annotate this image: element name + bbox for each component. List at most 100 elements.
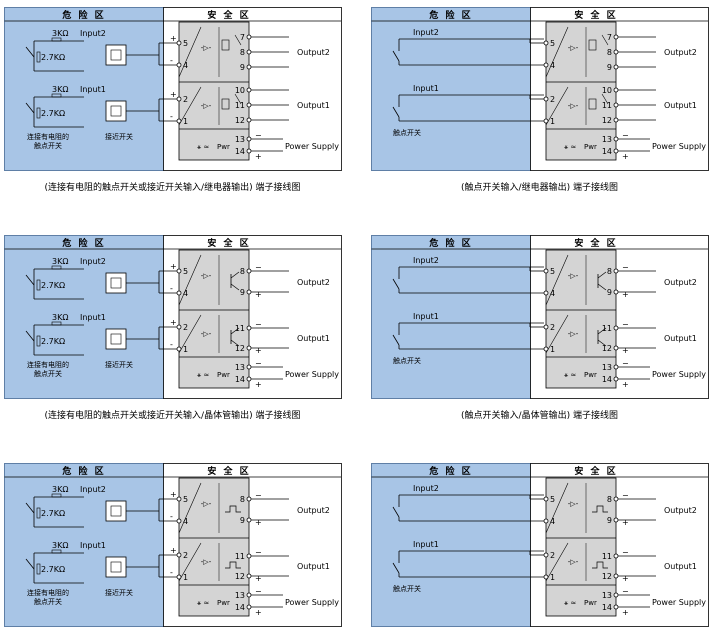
terminal-number: 8 [240, 267, 245, 276]
proximity-sensor-core [110, 561, 122, 573]
input1-label: Input1 [80, 85, 106, 94]
polarity-sign: + [622, 290, 629, 299]
danger-zone-title: 危 险 区 [61, 237, 105, 249]
isolator-module [178, 477, 250, 617]
terminal-icon [543, 268, 549, 274]
polarity-sign: + [255, 380, 262, 389]
diagram-caption: (连接有电阻的触点开关或接近开关输入/晶体管输出) 端子接线图 [45, 409, 301, 421]
contact-with-resistor-label: 连接有电阻的 [27, 132, 69, 141]
polarity-sign: − [622, 263, 629, 272]
polarity-sign: − [622, 131, 629, 140]
channel-edge [178, 86, 202, 126]
terminal-icon [613, 573, 619, 579]
terminal-number: 11 [602, 324, 612, 333]
optocoupler-icon: -▷- [201, 500, 212, 508]
polarity-sign: + [255, 290, 262, 299]
terminal-icon [613, 117, 619, 123]
polarity-sign: − [255, 587, 262, 596]
resistor-3k-label: 3KΩ [52, 313, 68, 322]
resistor-icon [36, 107, 41, 119]
output1-label: Output1 [664, 334, 697, 343]
terminal-icon [543, 118, 549, 124]
resistor-3k-label: 3KΩ [52, 485, 68, 494]
terminal-number: 4 [183, 289, 188, 298]
terminal-number: 10 [602, 86, 612, 95]
danger-zone-panel [4, 463, 164, 627]
transistor-icon [230, 271, 240, 279]
terminal-number: 7 [607, 33, 612, 42]
channel-edge [178, 482, 202, 534]
terminal-icon [613, 289, 619, 295]
pwr-label: Pwr [584, 371, 597, 379]
channel-edge [545, 482, 569, 534]
terminal-number: 14 [235, 147, 245, 156]
output2-label: Output2 [664, 506, 697, 515]
polarity-sign: + [255, 152, 262, 161]
pwr-label: Pwr [217, 371, 230, 379]
optocoupler-icon: -▷- [201, 44, 212, 52]
terminal-number: 12 [235, 116, 245, 125]
terminal-number: 4 [550, 517, 555, 526]
input1-label: Input1 [413, 84, 439, 93]
polarity-sign: − [255, 548, 262, 557]
terminal-number: 9 [240, 63, 245, 72]
terminal-icon [246, 34, 252, 40]
proximity-sensor-core [110, 277, 122, 289]
terminal-number: 14 [235, 603, 245, 612]
proximity-sensor-core [110, 333, 122, 345]
terminal-number: 9 [607, 516, 612, 525]
output2-label: Output2 [297, 278, 330, 287]
switch-contact [25, 330, 35, 342]
terminal-number: 10 [235, 86, 245, 95]
terminal-icon [246, 136, 252, 142]
terminal-number: 5 [183, 39, 188, 48]
proximity-sensor-icon [105, 100, 127, 122]
terminal-number: 8 [240, 495, 245, 504]
relay-contact [234, 93, 242, 105]
terminal-icon [246, 364, 252, 370]
terminal-number: 9 [607, 288, 612, 297]
terminal-number: 12 [235, 572, 245, 581]
wiring-diagram-4: 危 险 区安 全 区5421-▷--▷-89Output21112Output1… [371, 235, 709, 421]
polarity-sign: - [170, 56, 173, 65]
power-supply-label: Power Supply [285, 370, 339, 379]
transistor-icon [597, 339, 607, 347]
danger-zone-panel [371, 7, 531, 171]
terminal-number: 2 [550, 323, 555, 332]
terminal-number: 14 [602, 147, 612, 156]
switch-contact [25, 46, 35, 58]
polarity-sign: + [170, 490, 177, 499]
terminal-icon [543, 574, 549, 580]
polarity-sign: + [170, 34, 177, 43]
terminal-number: 11 [235, 101, 245, 110]
terminal-icon [246, 102, 252, 108]
optocoupler-icon: -▷- [201, 558, 212, 566]
diagram-caption: (触点开关输入/继电器输出) 端子接线图 [461, 181, 618, 193]
pulse-icon [592, 505, 608, 513]
channel-edge [178, 254, 202, 306]
relay-coil-icon [221, 39, 230, 51]
terminal-icon [543, 40, 549, 46]
terminal-icon [613, 364, 619, 370]
wiring-diagram-6: 危 险 区安 全 区5421-▷--▷-89Output21112Output1… [371, 463, 709, 627]
input1-label: Input1 [413, 540, 439, 549]
terminal-icon [246, 573, 252, 579]
input1-label: Input1 [413, 312, 439, 321]
resistor-2k7-label: 2.7KΩ [41, 53, 65, 62]
terminal-number: 13 [235, 591, 245, 600]
power-indicator-icon: ⚹ ≈ [197, 599, 209, 607]
terminal-icon [613, 325, 619, 331]
pwr-label: Pwr [584, 599, 597, 607]
wiring-diagram-5: 危 险 区安 全 区5+4-2+1--▷--▷-89Output21112Out… [4, 463, 342, 627]
terminal-number: 4 [183, 61, 188, 70]
terminal-icon [543, 552, 549, 558]
wiring-diagram-3: 危 险 区安 全 区5+4-2+1--▷--▷-89Output21112Out… [4, 235, 342, 421]
proximity-sensor-core [110, 49, 122, 61]
terminal-icon [176, 324, 182, 330]
polarity-sign: + [170, 262, 177, 271]
optocoupler-icon: -▷- [568, 558, 579, 566]
resistor-3k-label: 3KΩ [52, 257, 68, 266]
terminal-icon [543, 496, 549, 502]
pulse-icon [592, 561, 608, 569]
terminal-icon [613, 517, 619, 523]
